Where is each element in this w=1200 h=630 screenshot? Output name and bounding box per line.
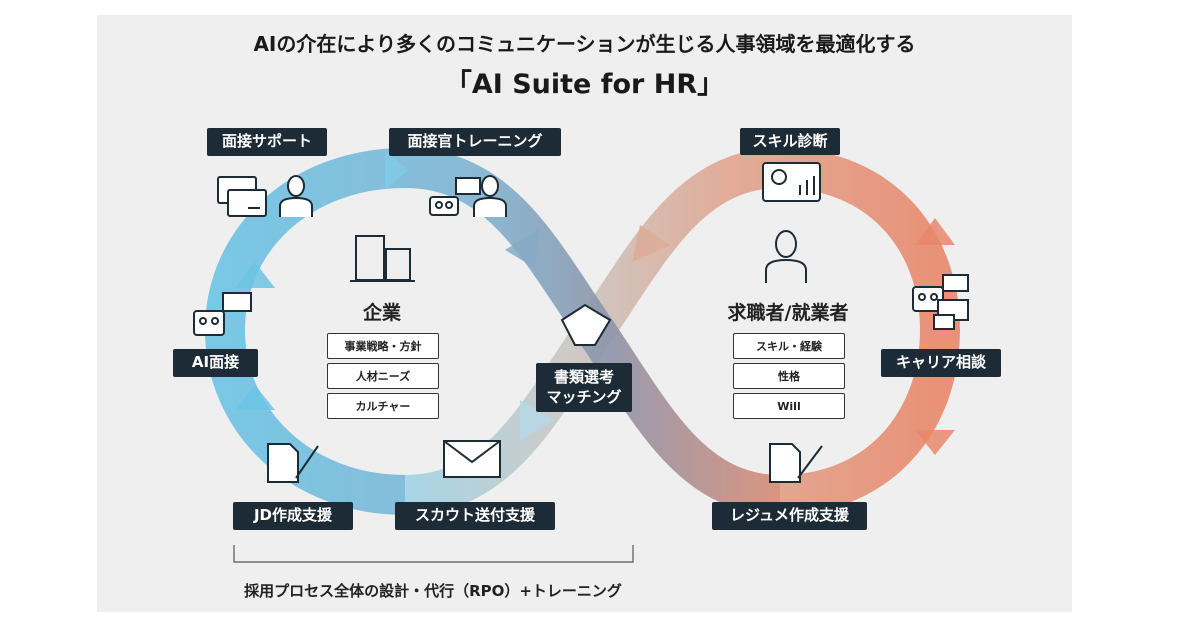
robot-chat-icon-3 (912, 274, 969, 330)
cards-icon (217, 176, 267, 217)
company-item: 事業戦略・方針 (327, 333, 439, 359)
rpo-caption: 採用プロセス全体の設計・代行（RPO）+トレーニング (244, 582, 622, 600)
company-item: 人材ニーズ (327, 363, 439, 389)
document-pen-icon-2 (769, 443, 823, 483)
label-career-consult: キャリア相談 (881, 349, 1001, 377)
candidate-item: Will (733, 393, 845, 419)
label-scout-support: スカウト送付支援 (395, 502, 555, 530)
robot-chat-icon (429, 177, 481, 216)
document-pen-icon (267, 443, 319, 483)
title-line2: 「AI Suite for HR」 (444, 69, 725, 100)
rpo-bracket (233, 545, 634, 563)
matching-line2: マッチング (546, 387, 622, 406)
person-icon (279, 175, 313, 217)
label-skill-diagnosis: スキル診断 (740, 128, 840, 155)
candidate-item: スキル・経験 (733, 333, 845, 359)
label-jd-support: JD作成支援 (233, 502, 353, 530)
skill-chart-icon (762, 162, 821, 202)
company-title: 企業 (362, 302, 401, 324)
person-icon-2 (473, 175, 507, 217)
handshake-icon (560, 303, 612, 346)
label-ai-interview: AI面接 (173, 349, 258, 377)
title-line1: AIの介在により多くのコミュニケーションが生じる人事領域を最適化する (253, 32, 916, 56)
arrow-icons (235, 150, 955, 455)
robot-chat-icon-2 (193, 292, 252, 336)
label-resume-support: レジュメ作成支援 (712, 502, 867, 530)
building-icon (350, 235, 415, 282)
matching-line1: 書類選考 (553, 368, 614, 386)
label-interviewer-training: 面接官トレーニング (389, 128, 561, 156)
candidate-item: 性格 (733, 363, 845, 389)
candidate-title: 求職者/就業者 (727, 302, 849, 324)
company-item: カルチャー (327, 393, 439, 419)
envelope-icon (443, 440, 501, 478)
label-matching: 書類選考 マッチング (536, 363, 632, 412)
label-interview-support: 面接サポート (207, 128, 327, 156)
person-icon-3 (765, 230, 807, 283)
